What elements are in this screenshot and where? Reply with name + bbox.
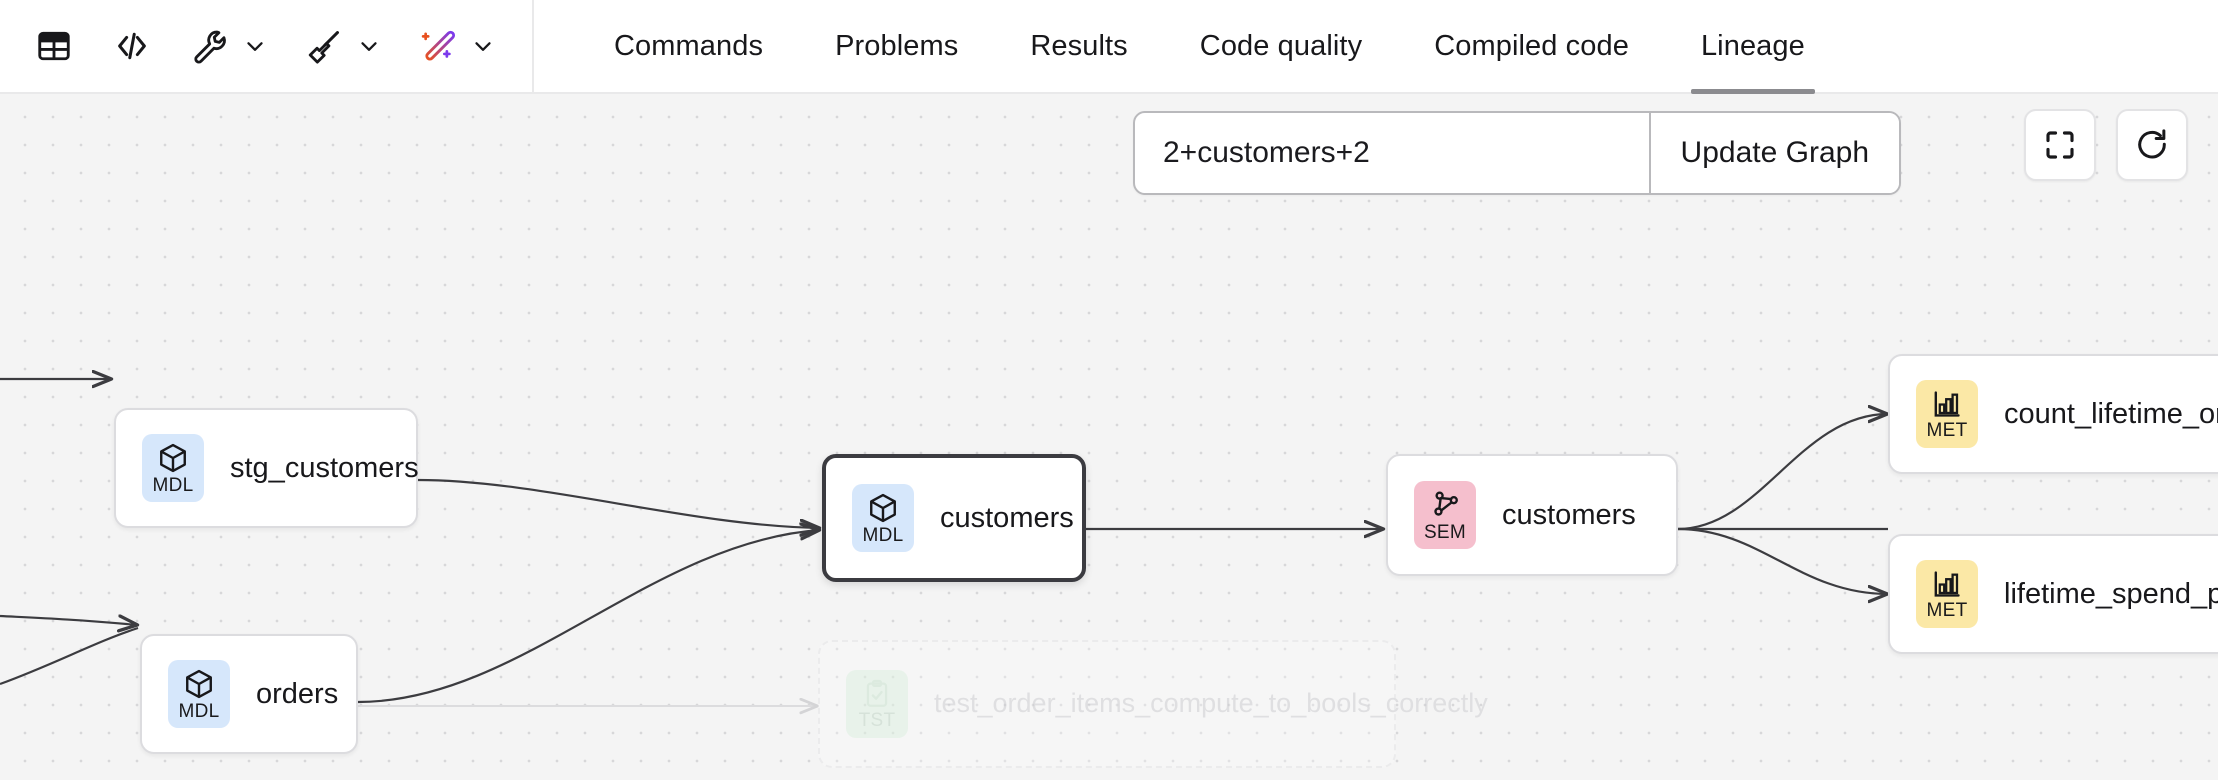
broom-icon[interactable] bbox=[296, 18, 352, 74]
canvas-action-buttons bbox=[2024, 109, 2188, 181]
badge-label: MET bbox=[1926, 420, 1968, 441]
tab-problems[interactable]: Problems bbox=[835, 29, 959, 62]
badge-label: MET bbox=[1926, 600, 1968, 621]
edge-sem-to-count-lifetime-orders bbox=[1677, 414, 1888, 531]
node-label: lifetime_spend_pretax bbox=[2004, 577, 2218, 610]
bar-chart-icon bbox=[1934, 391, 1960, 417]
tab-results[interactable]: Results bbox=[1030, 29, 1128, 62]
magic-wand-icon[interactable] bbox=[410, 18, 466, 74]
fit-view-icon bbox=[2046, 131, 2074, 159]
panel-tabs: Commands Problems Results Code quality C… bbox=[534, 0, 1841, 94]
node-label: stg_customers bbox=[230, 451, 419, 484]
badge-met: MET bbox=[1916, 380, 1978, 448]
tab-compiled-code[interactable]: Compiled code bbox=[1434, 29, 1629, 62]
node-label: count_lifetime_orders bbox=[2004, 397, 2218, 430]
update-graph-button[interactable]: Update Graph bbox=[1648, 113, 1899, 193]
tab-code-quality[interactable]: Code quality bbox=[1199, 29, 1363, 62]
edge-incoming-orders-a bbox=[0, 616, 138, 625]
badge-label: MDL bbox=[178, 701, 220, 722]
badge-mdl: MDL bbox=[852, 484, 914, 552]
badge-met: MET bbox=[1916, 560, 1978, 628]
node-customers-semantic[interactable]: SEM customers bbox=[1386, 454, 1678, 576]
edge-incoming-orders-b bbox=[0, 626, 139, 686]
broom-chevron-down-icon[interactable] bbox=[352, 20, 386, 72]
node-lifetime-spend-pretax[interactable]: MET lifetime_spend_pretax bbox=[1888, 534, 2218, 654]
node-orders[interactable]: MDL orders bbox=[140, 634, 358, 754]
node-count-lifetime-orders[interactable]: MET count_lifetime_orders bbox=[1888, 354, 2218, 474]
node-test-order-items[interactable]: TST test_order_items_compute_to_bools_co… bbox=[818, 640, 1488, 768]
node-label: test_order_items_compute_to_bools_correc… bbox=[934, 688, 1488, 719]
lineage-selector-bar: Update Graph bbox=[1133, 111, 1901, 195]
badge-mdl: MDL bbox=[142, 434, 204, 502]
badge-label: TST bbox=[858, 710, 896, 731]
fit-view-button[interactable] bbox=[2024, 109, 2096, 181]
refresh-icon bbox=[2138, 129, 2166, 159]
cube-icon bbox=[160, 443, 186, 473]
node-stg-customers[interactable]: MDL stg_customers bbox=[114, 408, 419, 528]
cube-icon bbox=[186, 669, 212, 699]
badge-label: MDL bbox=[862, 525, 904, 546]
top-toolbar: Commands Problems Results Code quality C… bbox=[0, 0, 2218, 94]
tab-commands[interactable]: Commands bbox=[614, 29, 764, 62]
editor-tool-group bbox=[0, 0, 534, 92]
wrench-icon[interactable] bbox=[182, 18, 238, 74]
wrench-chevron-down-icon[interactable] bbox=[238, 20, 272, 72]
node-label: orders bbox=[256, 677, 339, 710]
code-icon[interactable] bbox=[104, 18, 160, 74]
node-label: customers bbox=[940, 501, 1074, 534]
badge-label: SEM bbox=[1423, 522, 1467, 543]
lineage-selector-input[interactable] bbox=[1135, 113, 1649, 193]
badge-tst: TST bbox=[846, 670, 908, 738]
magic-wand-chevron-down-icon[interactable] bbox=[466, 20, 500, 72]
lineage-canvas[interactable]: Update Graph bbox=[0, 94, 2218, 780]
table-icon[interactable] bbox=[26, 18, 82, 74]
badge-sem: SEM bbox=[1414, 481, 1476, 549]
edge-stg-customers-to-customers bbox=[417, 478, 820, 528]
semantic-graph-icon bbox=[1434, 491, 1458, 516]
badge-mdl: MDL bbox=[168, 660, 230, 728]
cube-icon bbox=[870, 493, 896, 523]
badge-label: MDL bbox=[152, 475, 194, 496]
bar-chart-icon bbox=[1934, 571, 1960, 597]
clipboard-check-icon bbox=[866, 679, 888, 707]
refresh-button[interactable] bbox=[2116, 109, 2188, 181]
node-label: customers bbox=[1502, 498, 1636, 531]
lineage-edges bbox=[0, 94, 2218, 780]
tab-lineage[interactable]: Lineage bbox=[1665, 0, 1841, 94]
edge-sem-to-lifetime-spend-pretax bbox=[1677, 527, 1888, 594]
edge-orders-to-customers bbox=[357, 530, 820, 704]
node-customers-model[interactable]: MDL customers bbox=[822, 454, 1086, 582]
